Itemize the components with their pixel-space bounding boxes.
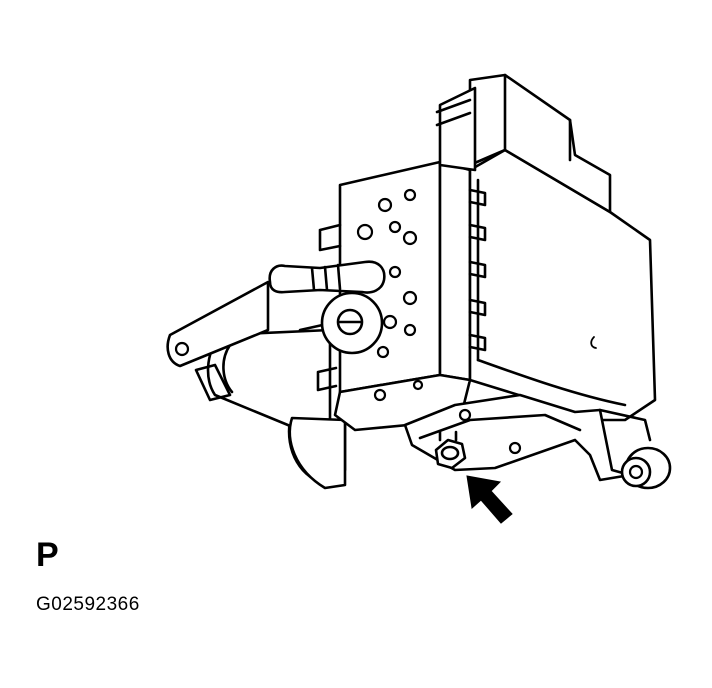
figure-code: G02592366: [36, 594, 140, 615]
mounting-nut: [436, 432, 465, 468]
rubber-grommet: [622, 448, 670, 488]
view-label: P: [36, 536, 59, 574]
ecu-housing: [437, 75, 655, 420]
arrow-icon: [467, 476, 512, 523]
pump-motor: [196, 320, 345, 488]
brake-line-port: [270, 262, 385, 353]
left-mounting-bracket: [168, 282, 268, 366]
